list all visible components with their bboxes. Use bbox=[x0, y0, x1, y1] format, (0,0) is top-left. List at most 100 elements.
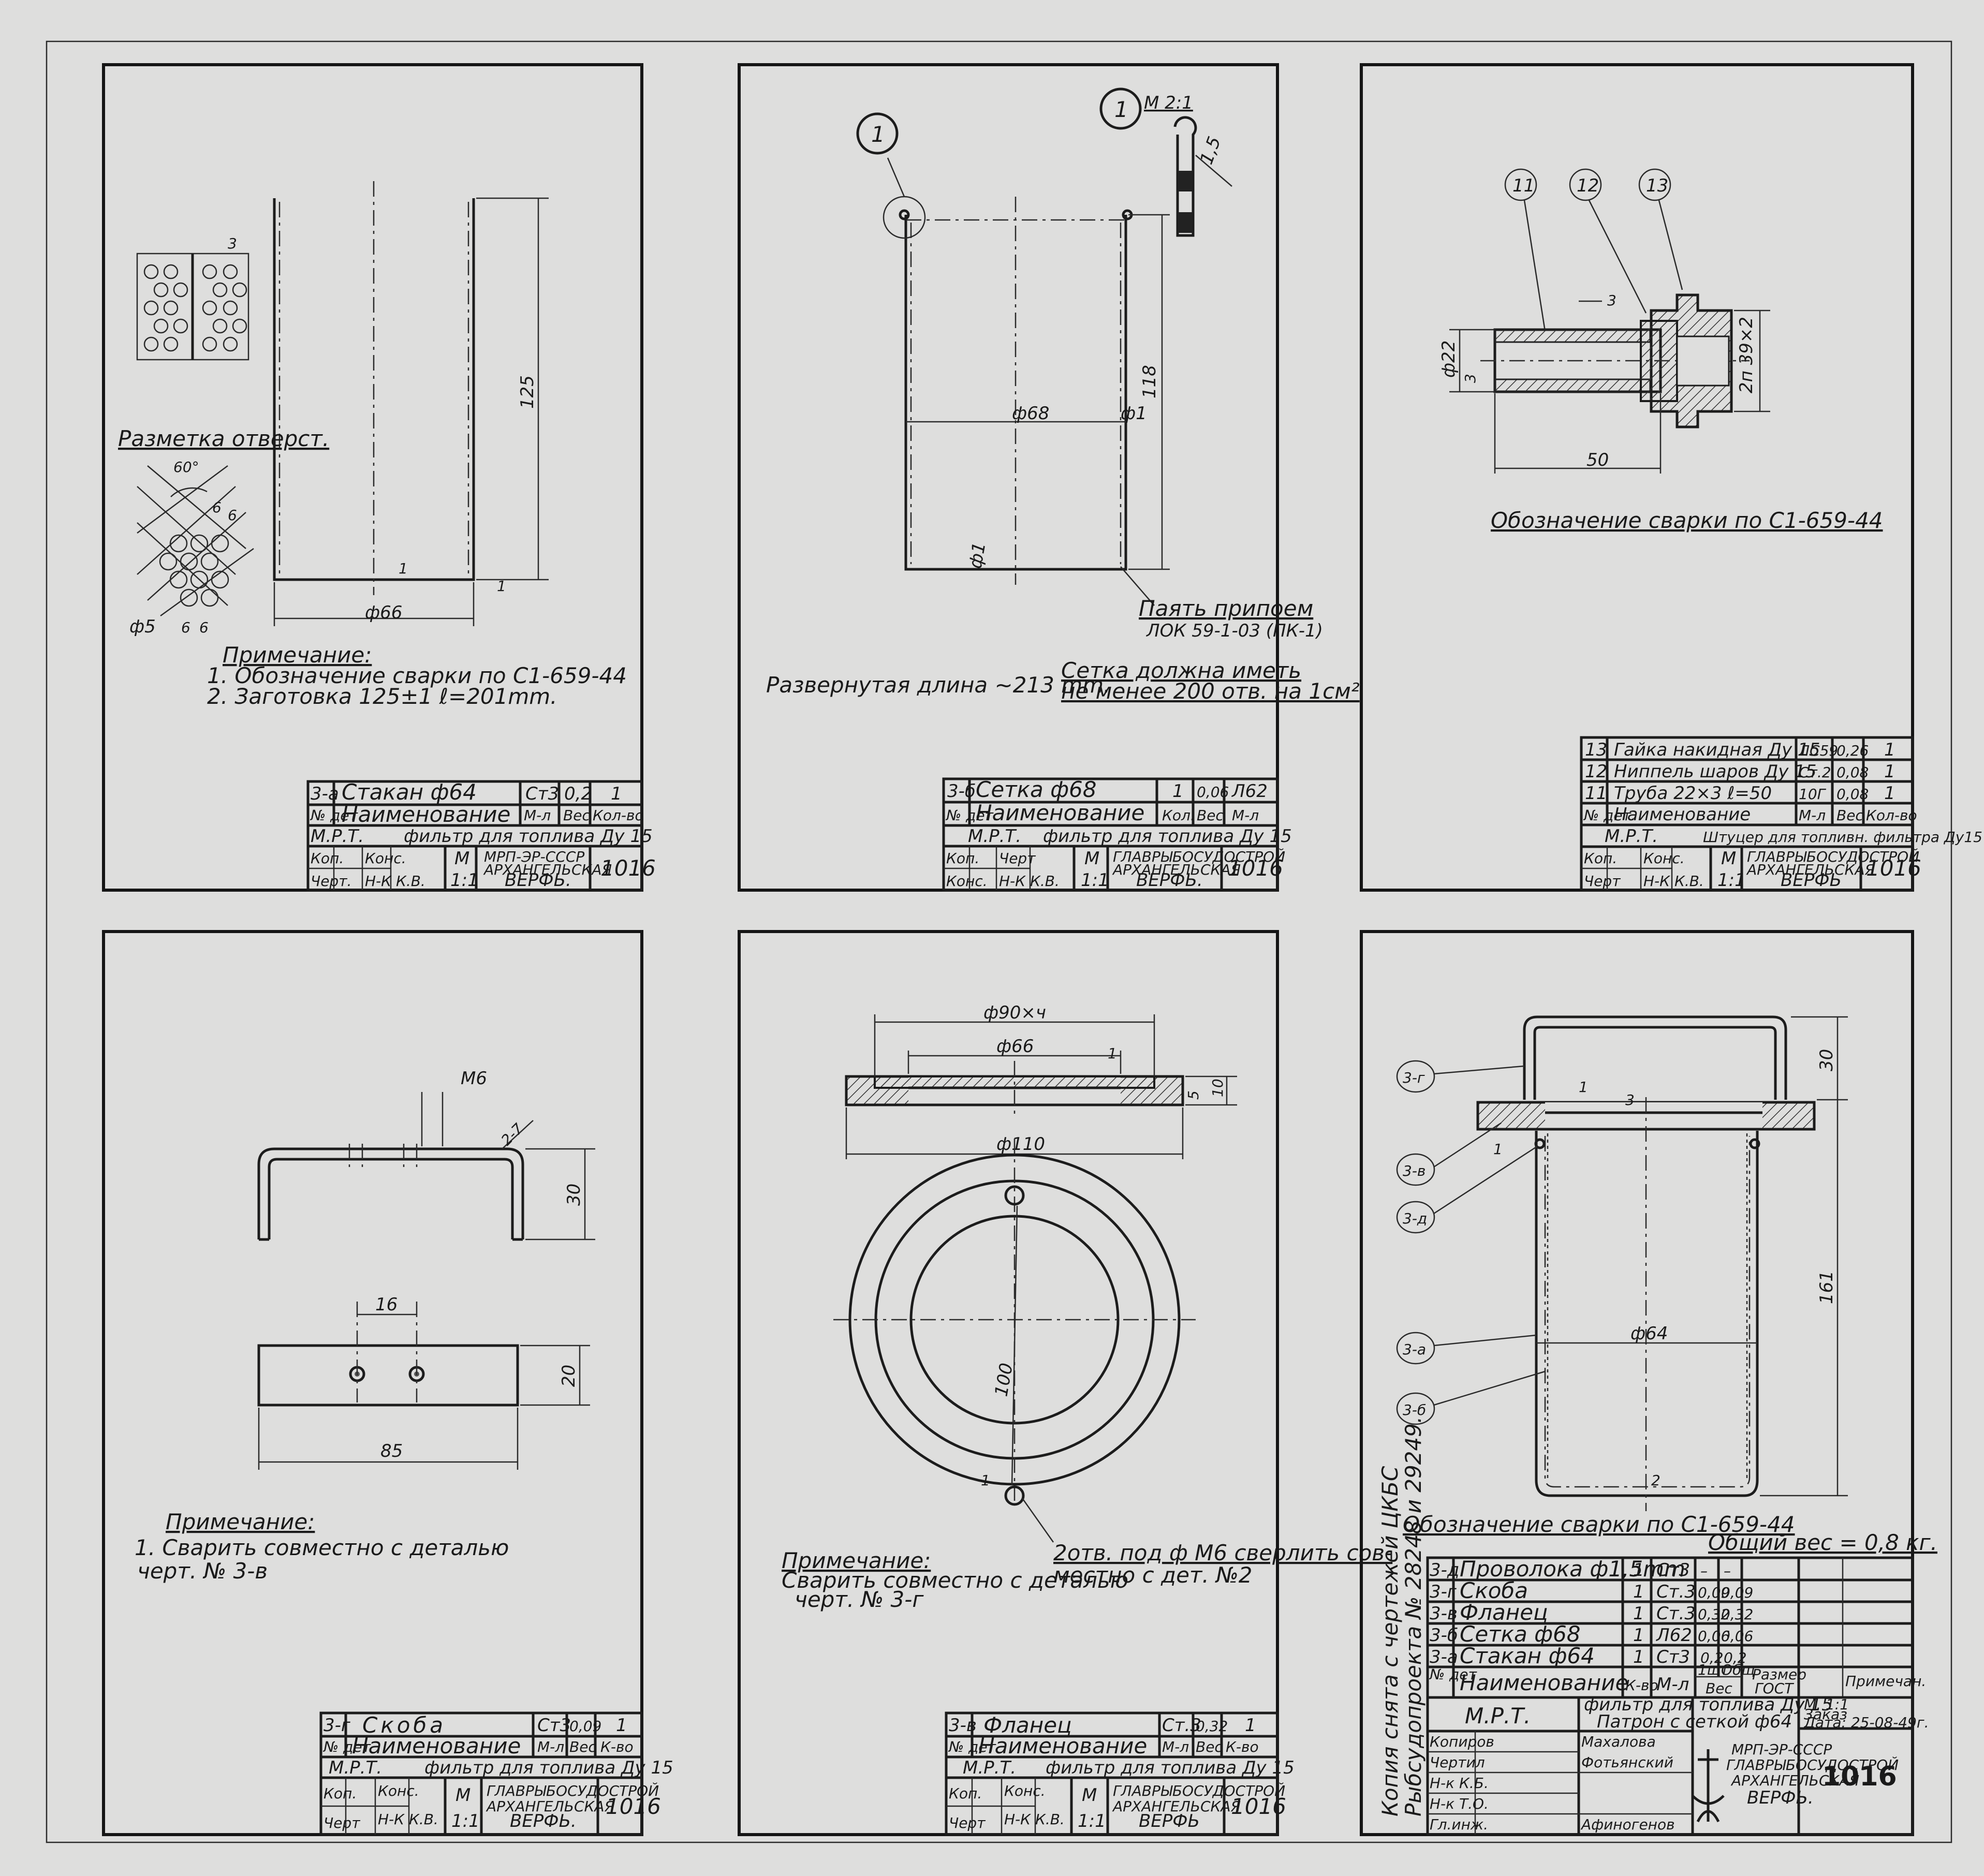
svg-text:М-л: М-л bbox=[1656, 1674, 1689, 1695]
svg-text:0,09: 0,09 bbox=[1698, 1584, 1730, 1601]
note-line-1: 1. Обозначение сварки по С1-659-44 bbox=[207, 663, 627, 688]
svg-text:1: 1 bbox=[611, 784, 622, 804]
svg-text:1: 1 bbox=[1493, 1141, 1503, 1158]
svg-text:1:1: 1:1 bbox=[1081, 870, 1109, 891]
svg-text:Вес: Вес bbox=[1196, 1738, 1223, 1755]
perforation-holes bbox=[143, 264, 247, 352]
detail-view bbox=[1173, 116, 1197, 237]
svg-text:0,06: 0,06 bbox=[1698, 1628, 1730, 1645]
svg-text:Н-К К.В.: Н-К К.В. bbox=[1004, 1811, 1065, 1828]
svg-text:Ст.3: Ст.3 bbox=[1162, 1715, 1201, 1736]
svg-text:Наименование: Наименование bbox=[352, 1733, 521, 1759]
assembly-cup bbox=[1535, 1131, 1759, 1497]
svg-text:Стакан ф64: Стакан ф64 bbox=[342, 779, 477, 805]
svg-text:1:1: 1:1 bbox=[451, 1811, 480, 1831]
svg-text:Коп.: Коп. bbox=[1584, 850, 1617, 867]
main-title-block: М.Р.Т. фильтр для топлива Ду 15 Патрон с… bbox=[1426, 1694, 1929, 1836]
svg-text:К-во: К-во bbox=[1625, 1677, 1658, 1694]
svg-text:М: М bbox=[454, 848, 469, 869]
svg-text:3-а: 3-а bbox=[311, 784, 339, 804]
sheet-border bbox=[46, 40, 1952, 1843]
weld-mark: 1 bbox=[497, 578, 506, 595]
parts-list-rows: 3-д Проволока ф1,5mm 1 Ст3 – – 3-г Скоба… bbox=[1430, 1556, 1753, 1668]
svg-text:Коп.: Коп. bbox=[324, 1785, 357, 1802]
svg-text:Конс.: Конс. bbox=[1643, 850, 1685, 867]
svg-text:3-в: 3-в bbox=[1430, 1603, 1458, 1624]
hole-diameter: ф5 bbox=[129, 616, 156, 637]
svg-text:Общ: Общ bbox=[1721, 1661, 1755, 1678]
anchor-logo bbox=[1692, 1749, 1725, 1823]
detail-dim: 1,5 bbox=[1196, 134, 1225, 167]
svg-text:0,26: 0,26 bbox=[1836, 742, 1869, 759]
bend-radius: 2-7 bbox=[498, 1120, 527, 1149]
weld-note: Обозначение сварки по С1-659-44 bbox=[1403, 1512, 1795, 1537]
drawing-number: 1016 bbox=[600, 855, 656, 881]
svg-text:Ниппель шаров Ду 15: Ниппель шаров Ду 15 bbox=[1614, 761, 1817, 782]
parts-list: 3-д Проволока ф1,5mm 1 Ст3 – – 3-г Скоба… bbox=[1426, 1556, 1926, 1699]
svg-text:ВЕРФЬ: ВЕРФЬ bbox=[1139, 1811, 1200, 1831]
svg-text:Ст3: Ст3 bbox=[525, 784, 559, 804]
svg-text:0,2: 0,2 bbox=[1700, 1649, 1724, 1666]
svg-text:ГОСТ: ГОСТ bbox=[1755, 1680, 1794, 1697]
svg-text:6: 6 bbox=[199, 619, 209, 636]
panel-3-rows: 13 Гайка накидная Ду 15 ЛС59 0,26 1 12 Н… bbox=[1585, 740, 1895, 804]
svg-text:М.Р.Т.: М.Р.Т. bbox=[329, 1757, 382, 1778]
dim-161: 161 bbox=[1816, 1271, 1837, 1304]
callout-3a: 3-а bbox=[1403, 1341, 1426, 1358]
svg-text:Патрон с сеткой ф64: Патрон с сеткой ф64 bbox=[1597, 1711, 1792, 1732]
detail-bubble bbox=[1099, 87, 1142, 130]
dim-30: 30 bbox=[1816, 1049, 1837, 1071]
svg-text:0,06: 0,06 bbox=[1721, 1628, 1753, 1645]
svg-text:Размер: Размер bbox=[1752, 1666, 1806, 1683]
svg-text:Труба 22×3 ℓ=50: Труба 22×3 ℓ=50 bbox=[1614, 783, 1772, 804]
detail-callout: 1 bbox=[1114, 97, 1128, 122]
mesh-req-1: Сетка должна иметь bbox=[1061, 658, 1301, 683]
svg-text:3-д: 3-д bbox=[1430, 1560, 1459, 1580]
svg-text:Наименование: Наименование bbox=[976, 800, 1144, 825]
svg-text:Наименование: Наименование bbox=[978, 1733, 1147, 1759]
svg-text:М: М bbox=[1721, 848, 1736, 869]
holes-note-1: 2отв. под ф М6 сверлить сов- bbox=[1053, 1540, 1392, 1565]
panel-1-title-block: 3-а Стакан ф64 Ст3 0,2 1 № дет Наименова… bbox=[306, 779, 656, 892]
panel-1-cup: 125 ф66 1 1 3 Разметка отверст. bbox=[102, 63, 656, 892]
svg-text:Чертил: Чертил bbox=[1430, 1754, 1485, 1771]
svg-text:Конс.: Конс. bbox=[365, 850, 406, 867]
svg-text:5: 5 bbox=[1185, 1090, 1202, 1100]
main-drawing-number: 1016 bbox=[1822, 1761, 1897, 1792]
svg-text:ВЕРФЬ.: ВЕРФЬ. bbox=[1747, 1788, 1814, 1808]
svg-text:Стакан ф64: Стакан ф64 bbox=[1460, 1643, 1595, 1668]
detail-scale: М 2:1 bbox=[1144, 93, 1193, 113]
svg-text:Вес: Вес bbox=[1197, 807, 1224, 824]
svg-text:0,32: 0,32 bbox=[1196, 1718, 1228, 1735]
svg-text:1шт: 1шт bbox=[1698, 1661, 1729, 1678]
svg-text:Н-К К.В.: Н-К К.В. bbox=[1643, 873, 1704, 890]
svg-text:ГЛАВРЫБОСУДОСТРОЙ: ГЛАВРЫБОСУДОСТРОЙ bbox=[1747, 848, 1919, 865]
panel-5-flange: ф90×ч ф66 1 ф110 10 5 100 1 2отв. под ф … bbox=[738, 930, 1392, 1836]
svg-text:АРХАНГЕЛЬСКАЯ: АРХАНГЕЛЬСКАЯ bbox=[486, 1798, 614, 1815]
svg-text:ВЕРФЬ.: ВЕРФЬ. bbox=[505, 870, 571, 891]
note-line-2: черт. № 3-г bbox=[795, 1587, 924, 1612]
svg-text:Примечан.: Примечан. bbox=[1845, 1673, 1926, 1690]
panel-1-frame bbox=[102, 63, 643, 892]
svg-text:1: 1 bbox=[1884, 783, 1895, 804]
svg-text:Кол-во: Кол-во bbox=[593, 807, 644, 824]
panel-5-title-block: 3-в Фланец Ст.3 0,32 1 № дет Наименовани… bbox=[945, 1711, 1295, 1836]
svg-text:3: 3 bbox=[1607, 292, 1616, 309]
svg-text:М.Р.Т.: М.Р.Т. bbox=[1605, 826, 1658, 847]
svg-text:–: – bbox=[1724, 1562, 1731, 1579]
svg-text:Кол-во: Кол-во bbox=[1866, 807, 1917, 824]
svg-text:АРХАНГЕЛЬСКАЯ: АРХАНГЕЛЬСКАЯ bbox=[1746, 861, 1875, 878]
svg-text:Н-к Т.О.: Н-к Т.О. bbox=[1430, 1795, 1489, 1812]
callout-13: 13 bbox=[1646, 175, 1668, 196]
note-line-2: 2. Заготовка 125±1 ℓ=201mm. bbox=[207, 684, 557, 709]
bracket-front bbox=[257, 1147, 524, 1239]
svg-text:0,2: 0,2 bbox=[1724, 1649, 1747, 1666]
svg-text:3-в: 3-в bbox=[949, 1715, 977, 1736]
assembly-handle bbox=[1523, 1015, 1787, 1100]
svg-text:Вес: Вес bbox=[563, 807, 590, 824]
svg-text:Конс.: Конс. bbox=[378, 1782, 419, 1799]
thread-m6: М6 bbox=[461, 1068, 487, 1089]
svg-text:–: – bbox=[1700, 1562, 1708, 1579]
svg-text:фильтр для топлива Ду 15: фильтр для топлива Ду 15 bbox=[1046, 1757, 1295, 1778]
svg-text:Черт: Черт bbox=[949, 1814, 986, 1831]
